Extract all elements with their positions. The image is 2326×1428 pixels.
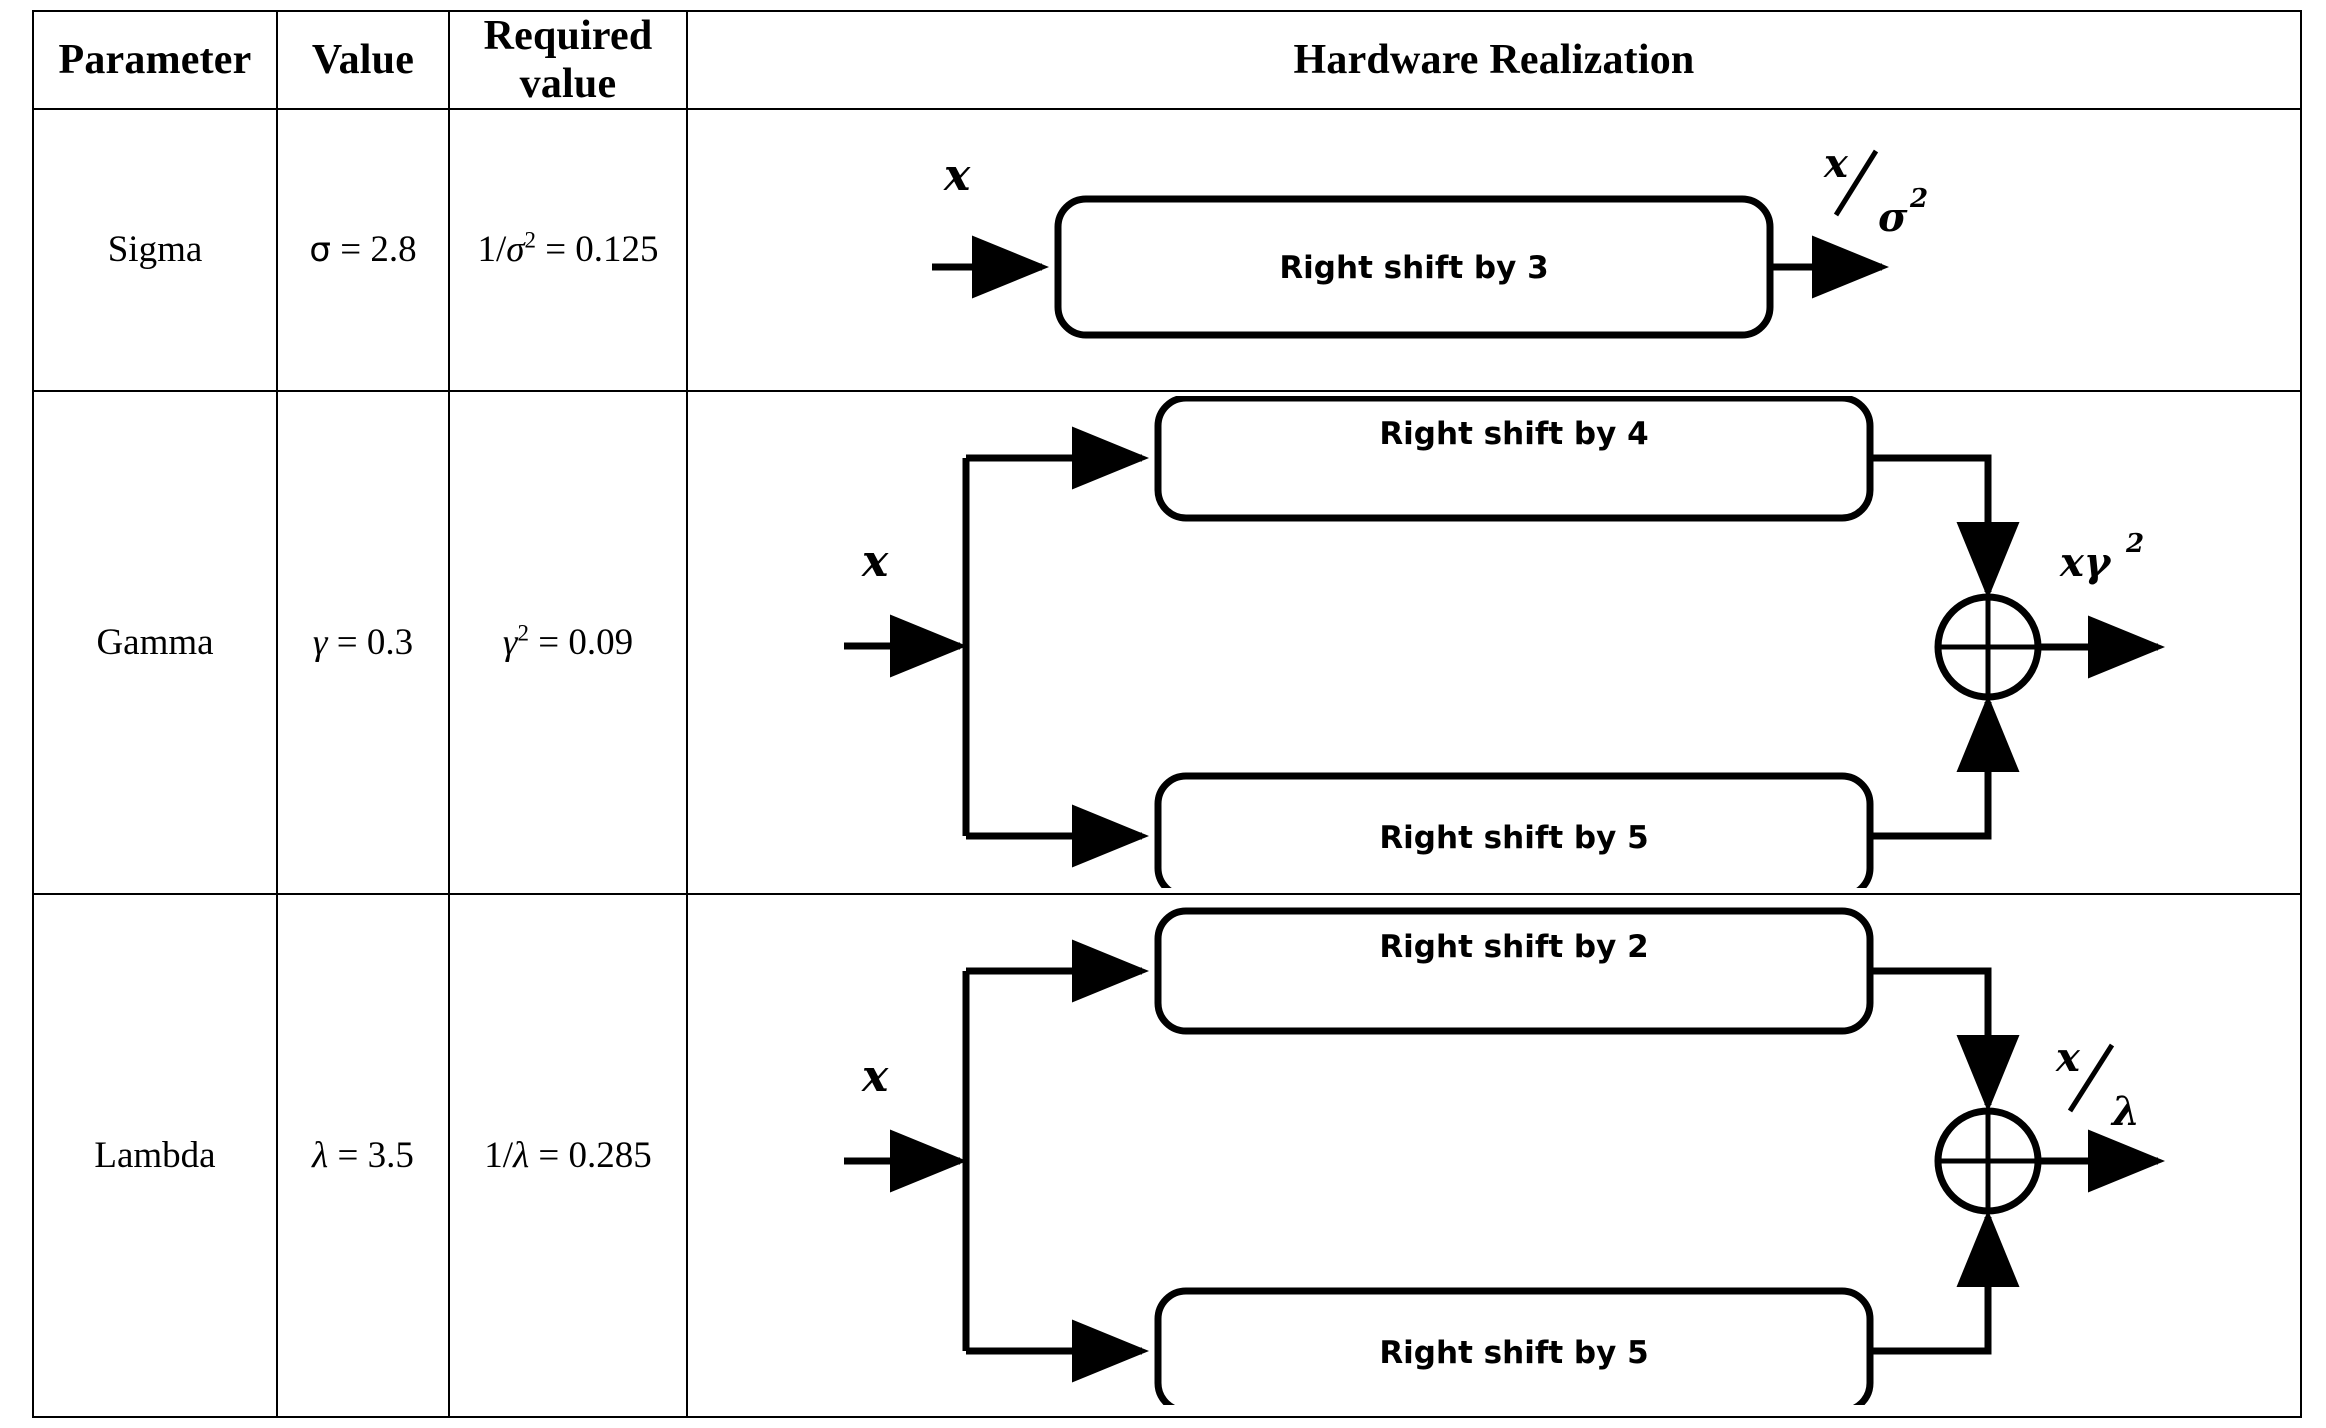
- required-symbol-lambda: λ: [513, 1134, 530, 1176]
- header-value: Value: [276, 10, 450, 110]
- header-hardware-realization: Hardware Realization: [686, 10, 2302, 110]
- cell-hardware-lambda: x Right shift by 2 Right shift by 5: [686, 892, 2302, 1419]
- label-output-denominator-exponent: 2: [1909, 184, 1928, 214]
- wire-bottom-to-adder: [1870, 695, 2020, 840]
- table-row: Lambda λ = 3.5 1/λ = 0.285: [32, 892, 2302, 1419]
- table-header-row: Parameter Value Required value Hardware …: [32, 10, 2302, 110]
- value-text-sigma: = 2.8: [330, 229, 417, 271]
- cell-value-gamma: γ = 0.3: [276, 389, 450, 895]
- value-text-gamma: = 0.3: [327, 621, 414, 663]
- value-symbol-lambda: λ: [312, 1134, 329, 1176]
- label-output-denominator: σ: [1878, 194, 1908, 241]
- diagram-svg-dual-shift-adder-gamma: x Right shift by 4: [844, 396, 2165, 889]
- shift-block-top-label: Right shift by 4: [1379, 416, 1648, 452]
- required-text-sigma: = 0.125: [535, 229, 659, 271]
- diagram-svg-dual-shift-adder-lambda: x Right shift by 2 Right shift by 5: [844, 907, 2165, 1406]
- cell-parameter-sigma: Sigma: [32, 108, 278, 392]
- cell-required-sigma: 1/σ2 = 0.125: [448, 108, 688, 392]
- label-output-exponent: 2: [2125, 529, 2144, 559]
- diagram-gamma: x Right shift by 4: [688, 396, 2300, 889]
- fraction-slash-3: [2067, 1044, 2115, 1113]
- table-row: Sigma σ = 2.8 1/σ2 = 0.125: [32, 108, 2302, 392]
- label-input-x: x: [943, 150, 971, 201]
- fraction-slash-1: [1833, 149, 1879, 217]
- cell-required-lambda: 1/λ = 0.285: [448, 892, 688, 1419]
- shift-block-top-label: Right shift by 2: [1379, 929, 1648, 965]
- cell-required-gamma: γ2 = 0.09: [448, 389, 688, 895]
- cell-value-lambda: λ = 3.5: [276, 892, 450, 1419]
- required-prefix-sigma: 1/: [477, 229, 507, 271]
- parameter-hardware-table: Parameter Value Required value Hardware …: [32, 10, 2302, 1419]
- label-output-denominator: λ: [2110, 1088, 2140, 1135]
- cell-parameter-gamma: Gamma: [32, 389, 278, 895]
- required-symbol-gamma: γ: [502, 621, 518, 663]
- header-parameter: Parameter: [32, 10, 278, 110]
- value-symbol-sigma: σ: [309, 230, 331, 271]
- label-output: xγ: [2059, 539, 2112, 586]
- shift-block-1-label: Right shift by 3: [1279, 250, 1548, 286]
- label-input-x: x: [861, 1051, 889, 1102]
- value-symbol-gamma: γ: [312, 621, 328, 663]
- cell-value-sigma: σ = 2.8: [276, 108, 450, 392]
- label-output-numerator: x: [1823, 140, 1849, 187]
- diagram-svg-single-shift: x Right shift by 3 x σ 2: [932, 140, 1928, 339]
- label-output-numerator: x: [2055, 1034, 2081, 1081]
- required-exponent-gamma: 2: [517, 620, 529, 646]
- cell-hardware-gamma: x Right shift by 4: [686, 389, 2302, 895]
- wire-bottom-to-adder: [1870, 1210, 2020, 1355]
- diagram-lambda: x Right shift by 2 Right shift by 5: [688, 905, 2300, 1406]
- shift-block-bottom-label: Right shift by 5: [1379, 1335, 1648, 1371]
- header-required-value: Required value: [448, 10, 688, 110]
- shift-block-bottom-label: Right shift by 5: [1379, 820, 1648, 856]
- table-row: Gamma γ = 0.3 γ2 = 0.09: [32, 389, 2302, 895]
- required-prefix-lambda: 1/: [484, 1134, 514, 1176]
- required-text-lambda: = 0.285: [529, 1134, 652, 1176]
- cell-hardware-sigma: x Right shift by 3 x σ 2: [686, 108, 2302, 392]
- required-symbol-sigma: σ: [506, 229, 525, 271]
- value-text-lambda: = 3.5: [328, 1134, 414, 1176]
- required-exponent-sigma: 2: [524, 228, 536, 254]
- wire-top-to-adder: [1870, 967, 2020, 1113]
- wire-top-to-adder: [1870, 454, 2020, 600]
- label-input-x: x: [861, 536, 889, 587]
- cell-parameter-lambda: Lambda: [32, 892, 278, 1419]
- required-text-gamma: = 0.09: [528, 621, 634, 663]
- diagram-sigma: x Right shift by 3 x σ 2: [688, 115, 2300, 385]
